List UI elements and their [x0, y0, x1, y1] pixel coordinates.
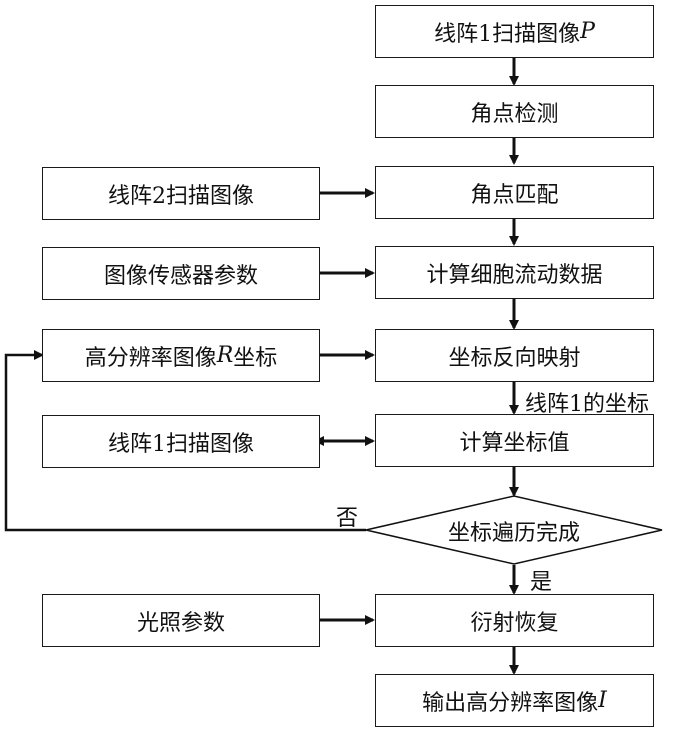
arrow-no-loop	[4, 350, 366, 532]
decision-diamond	[365, 495, 663, 565]
